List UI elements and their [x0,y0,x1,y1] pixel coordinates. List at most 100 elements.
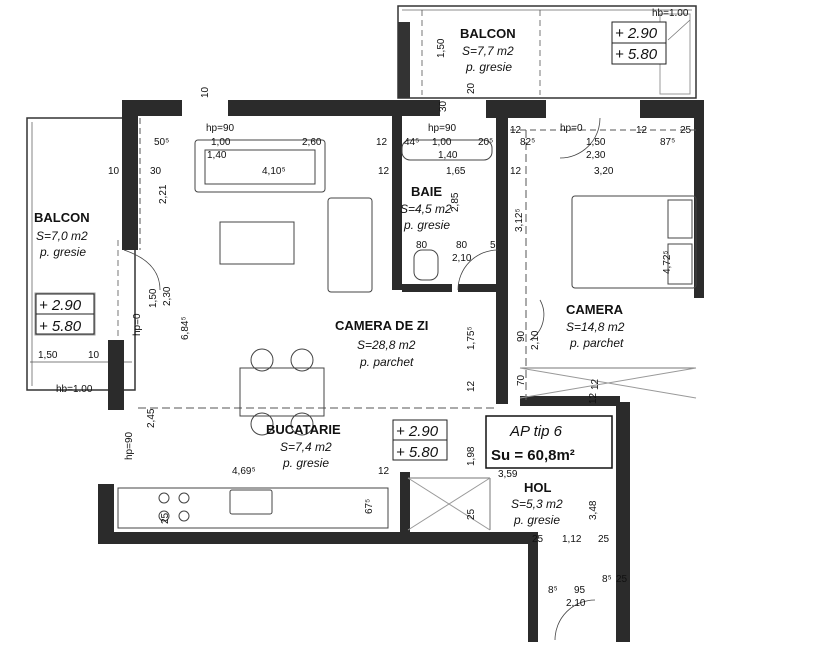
dim-hp90a: hp=90 [206,123,235,134]
dim-12b: 12 [510,125,522,136]
room-floor: p. gresie [465,60,512,74]
dining-table [239,367,325,417]
inner-walls [392,116,620,534]
dim-198: 1,98 [466,446,477,466]
dim-25c: 25 [160,512,171,524]
room-floor: p. gresie [513,513,560,527]
dim-3125: 3,12⁵ [514,208,525,232]
room-area: S=7,0 m2 [36,229,88,243]
dim-20: 20 [466,82,477,94]
dim-hp0b: hp=0 [132,313,143,336]
room-floor: p. parchet [359,355,414,369]
room-name: CAMERA DE ZI [335,318,428,333]
dim-150c: 1,50 [148,288,159,308]
room-name: CAMERA [566,302,624,317]
dim-12a: 12 [376,137,388,148]
doors [123,117,601,641]
window-tag-top: + 2.90 + 5.80 [611,21,667,65]
apartment-type: AP tip 6 [509,423,563,440]
furniture [117,139,697,529]
dim-90: 90 [516,330,527,342]
room-floor: p. parchet [569,336,624,350]
dim-12e: 12 [510,166,522,177]
dim-6845: 6,84⁵ [180,316,191,340]
dim-210c: 2,10 [566,598,586,609]
room-name: BAIE [411,184,442,199]
dim-12f: 12 [466,380,477,392]
dim-210b: 2,10 [530,330,541,350]
room-area: S=5,3 m2 [511,497,563,511]
toilet [413,249,439,281]
room-hol: HOL S=5,3 m2 p. gresie [511,480,563,527]
dim-hp90b: hp=90 [428,123,457,134]
dim-hb-left: hb=1.00 [56,384,93,395]
room-area: S=14,8 m2 [566,320,625,334]
room-balcon-top: BALCON S=7,7 m2 p. gresie [460,26,516,74]
dim-875: 87⁵ [660,137,675,148]
dim-285: 2,85 [450,192,461,212]
room-floor: p. gresie [39,245,86,259]
dim-245: 2,45 [146,408,157,428]
dim-140b: 1,40 [438,150,458,161]
dim-112: 1,12 [562,534,582,545]
dim-70: 70 [516,374,527,386]
dim-100a: 1,00 [211,137,231,148]
room-camera-de-zi: CAMERA DE ZI S=28,8 m2 p. parchet [335,318,428,369]
dim-25a: 25 [680,125,692,136]
tag-left-2: + 5.80 [39,318,82,335]
room-camera: CAMERA S=14,8 m2 p. parchet [566,302,625,350]
dim-205: 20⁵ [478,137,493,148]
dim-445: 44⁵ [404,137,419,148]
window-tag-left: + 2.90 + 5.80 [35,293,95,335]
room-bucatarie: BUCATARIE S=7,4 m2 p. gresie [266,422,341,470]
dim-348: 3,48 [588,500,599,520]
room-name: HOL [524,480,552,495]
tag-top-1: + 2.90 [615,25,658,42]
dim-10a: 10 [200,86,211,98]
dim-25e: 25 [598,534,610,545]
dim-85b: 8⁵ [602,574,612,585]
dim-95: 95 [574,585,586,596]
room-area: S=4,5 m2 [400,202,452,216]
balcony-top [397,5,697,99]
room-name: BALCON [34,210,90,225]
dim-12c: 12 [636,125,648,136]
dimension-labels: hb=1.00 hb=1.00 1,50 10 30 20 hp=90 hp=9… [38,8,692,609]
room-baie: BAIE S=4,5 m2 p. gresie [400,184,452,232]
room-floor: p. gresie [403,218,450,232]
dim-25d: 25 [532,534,544,545]
sink [229,489,273,515]
dim-80b: 80 [456,240,468,251]
dim-4695: 4,69⁵ [232,466,256,477]
dim-30a: 30 [438,100,449,112]
room-balcon-left: BALCON S=7,0 m2 p. gresie [34,210,90,259]
dim-10c: 10 [88,350,100,361]
dim-4105: 4,10⁵ [262,166,286,177]
room-area: S=28,8 m2 [357,338,416,352]
dim-230: 2,30 [586,150,606,161]
dim-12d: 12 [378,166,390,177]
dim-260: 2,60 [302,137,322,148]
apartment-summary: AP tip 6 Su = 60,8m² [485,415,613,469]
dim-505: 50⁵ [154,137,169,148]
dim-25f: 25 [616,574,628,585]
dim-1755: 1,75⁵ [466,326,477,350]
dim-100b: 1,00 [432,137,452,148]
bathtub [401,139,493,161]
dim-12h: 12 [588,392,599,404]
dim-85a: 8⁵ [548,585,558,596]
dim-30b: 30 [150,166,162,177]
dim-4725: 4,72⁵ [662,250,673,274]
bed [571,195,697,289]
kitchen-counter [117,487,389,529]
dim-12i: 12 [378,466,390,477]
dim-150b: 1,50 [586,137,606,148]
room-floor: p. gresie [282,456,329,470]
dim-825: 82⁵ [520,137,535,148]
outer-walls [98,100,704,642]
apartment-su: Su = 60,8m² [491,447,575,464]
room-name: BUCATARIE [266,422,341,437]
dim-230b: 2,30 [162,286,173,306]
coffee-table [219,221,295,265]
